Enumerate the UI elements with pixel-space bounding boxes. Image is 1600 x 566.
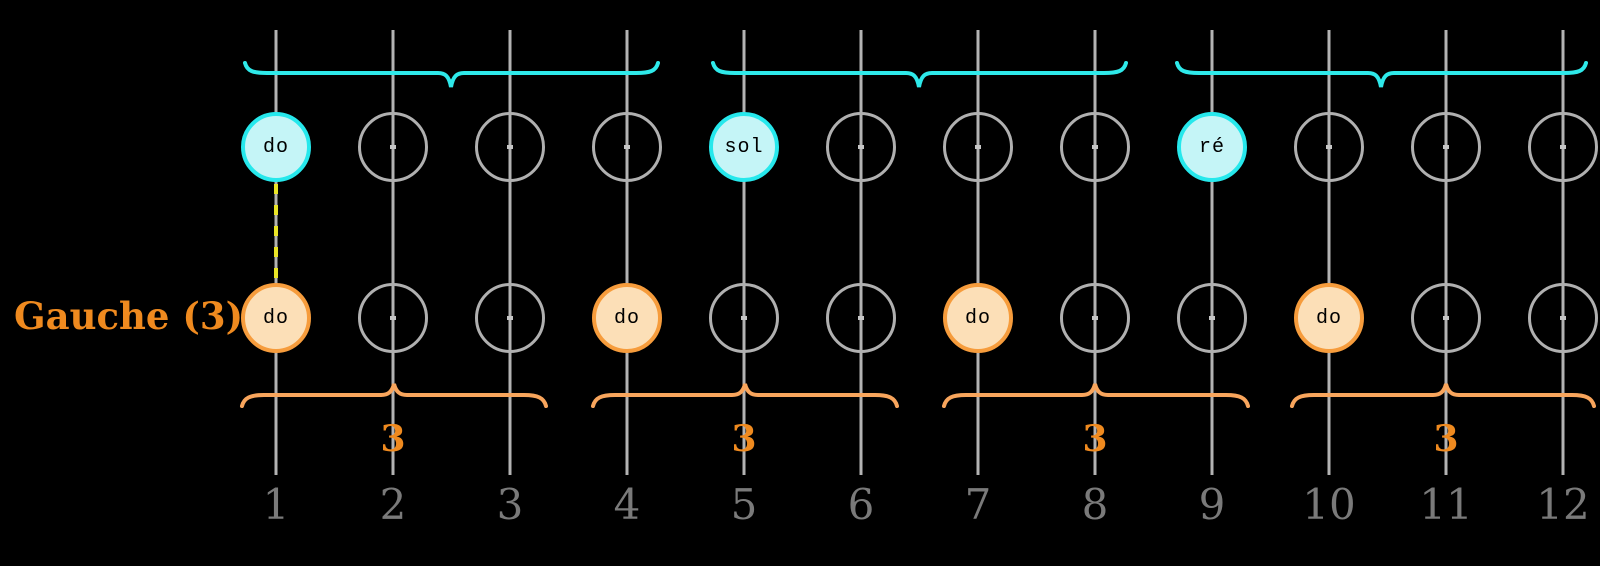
beat-number-2: 2 (379, 480, 407, 529)
bottom-beat-5-empty (709, 283, 779, 353)
top-beat-8-empty (1060, 112, 1130, 182)
bottom-group-brace-3 (942, 383, 1250, 408)
beat-number-9: 9 (1198, 480, 1226, 529)
beat-line-9 (1210, 30, 1214, 475)
bottom-beat-11-empty (1411, 283, 1481, 353)
beat-line-8 (1093, 30, 1097, 475)
top-note-beat-5: sol (709, 112, 779, 182)
note-label: do (262, 306, 289, 330)
top-beat-2-empty (358, 112, 428, 182)
bottom-beat-6-empty (826, 283, 896, 353)
beat-number-7: 7 (964, 480, 992, 529)
top-note-beat-9: ré (1177, 112, 1247, 182)
top-beat-6-empty (826, 112, 896, 182)
beat-line-12 (1561, 30, 1565, 475)
note-label: do (964, 306, 991, 330)
beat-number-8: 8 (1081, 480, 1109, 529)
beat-number-5: 5 (730, 480, 758, 529)
left-hand-label: Gauche (3) (14, 294, 244, 338)
top-beat-10-empty (1294, 112, 1364, 182)
beat-line-11 (1444, 30, 1448, 475)
note-label: do (1315, 306, 1342, 330)
beat-number-12: 12 (1536, 480, 1590, 529)
top-beat-3-empty (475, 112, 545, 182)
bottom-group-brace-1 (240, 383, 548, 408)
note-label: do (613, 306, 640, 330)
beat-line-2 (391, 30, 395, 475)
bottom-group-brace-2 (591, 383, 899, 408)
top-group-brace-2 (711, 61, 1128, 88)
tie-dashed-line (274, 184, 278, 281)
beat-line-6 (859, 30, 863, 475)
top-group-brace-1 (243, 61, 660, 88)
beat-line-5 (742, 30, 746, 475)
top-beat-12-empty (1528, 112, 1598, 182)
beat-number-10: 10 (1302, 480, 1356, 529)
bottom-group-brace-4 (1290, 383, 1596, 408)
bottom-note-beat-4: do (592, 283, 662, 353)
beat-number-4: 4 (613, 480, 641, 529)
bottom-beat-8-empty (1060, 283, 1130, 353)
bottom-note-beat-7: do (943, 283, 1013, 353)
beat-number-6: 6 (847, 480, 875, 529)
top-group-brace-3 (1175, 61, 1588, 88)
note-label: sol (724, 135, 764, 159)
group-of-3-label-2: 3 (731, 418, 757, 460)
top-beat-4-empty (592, 112, 662, 182)
group-of-3-label-3: 3 (1082, 418, 1108, 460)
bottom-beat-2-empty (358, 283, 428, 353)
beat-line-3 (508, 30, 512, 475)
bottom-beat-12-empty (1528, 283, 1598, 353)
group-of-3-label-4: 3 (1433, 418, 1459, 460)
beat-line-7 (976, 30, 980, 475)
beat-number-1: 1 (262, 480, 290, 529)
top-beat-11-empty (1411, 112, 1481, 182)
top-beat-7-empty (943, 112, 1013, 182)
beat-number-11: 11 (1419, 480, 1473, 529)
group-of-3-label-1: 3 (380, 418, 406, 460)
bottom-note-beat-1: do (241, 283, 311, 353)
top-note-beat-1: do (241, 112, 311, 182)
beat-number-3: 3 (496, 480, 524, 529)
beat-line-10 (1327, 30, 1331, 475)
note-label: ré (1198, 135, 1225, 159)
bottom-beat-3-empty (475, 283, 545, 353)
note-label: do (262, 135, 289, 159)
bottom-beat-9-empty (1177, 283, 1247, 353)
bottom-note-beat-10: do (1294, 283, 1364, 353)
beat-line-4 (625, 30, 629, 475)
